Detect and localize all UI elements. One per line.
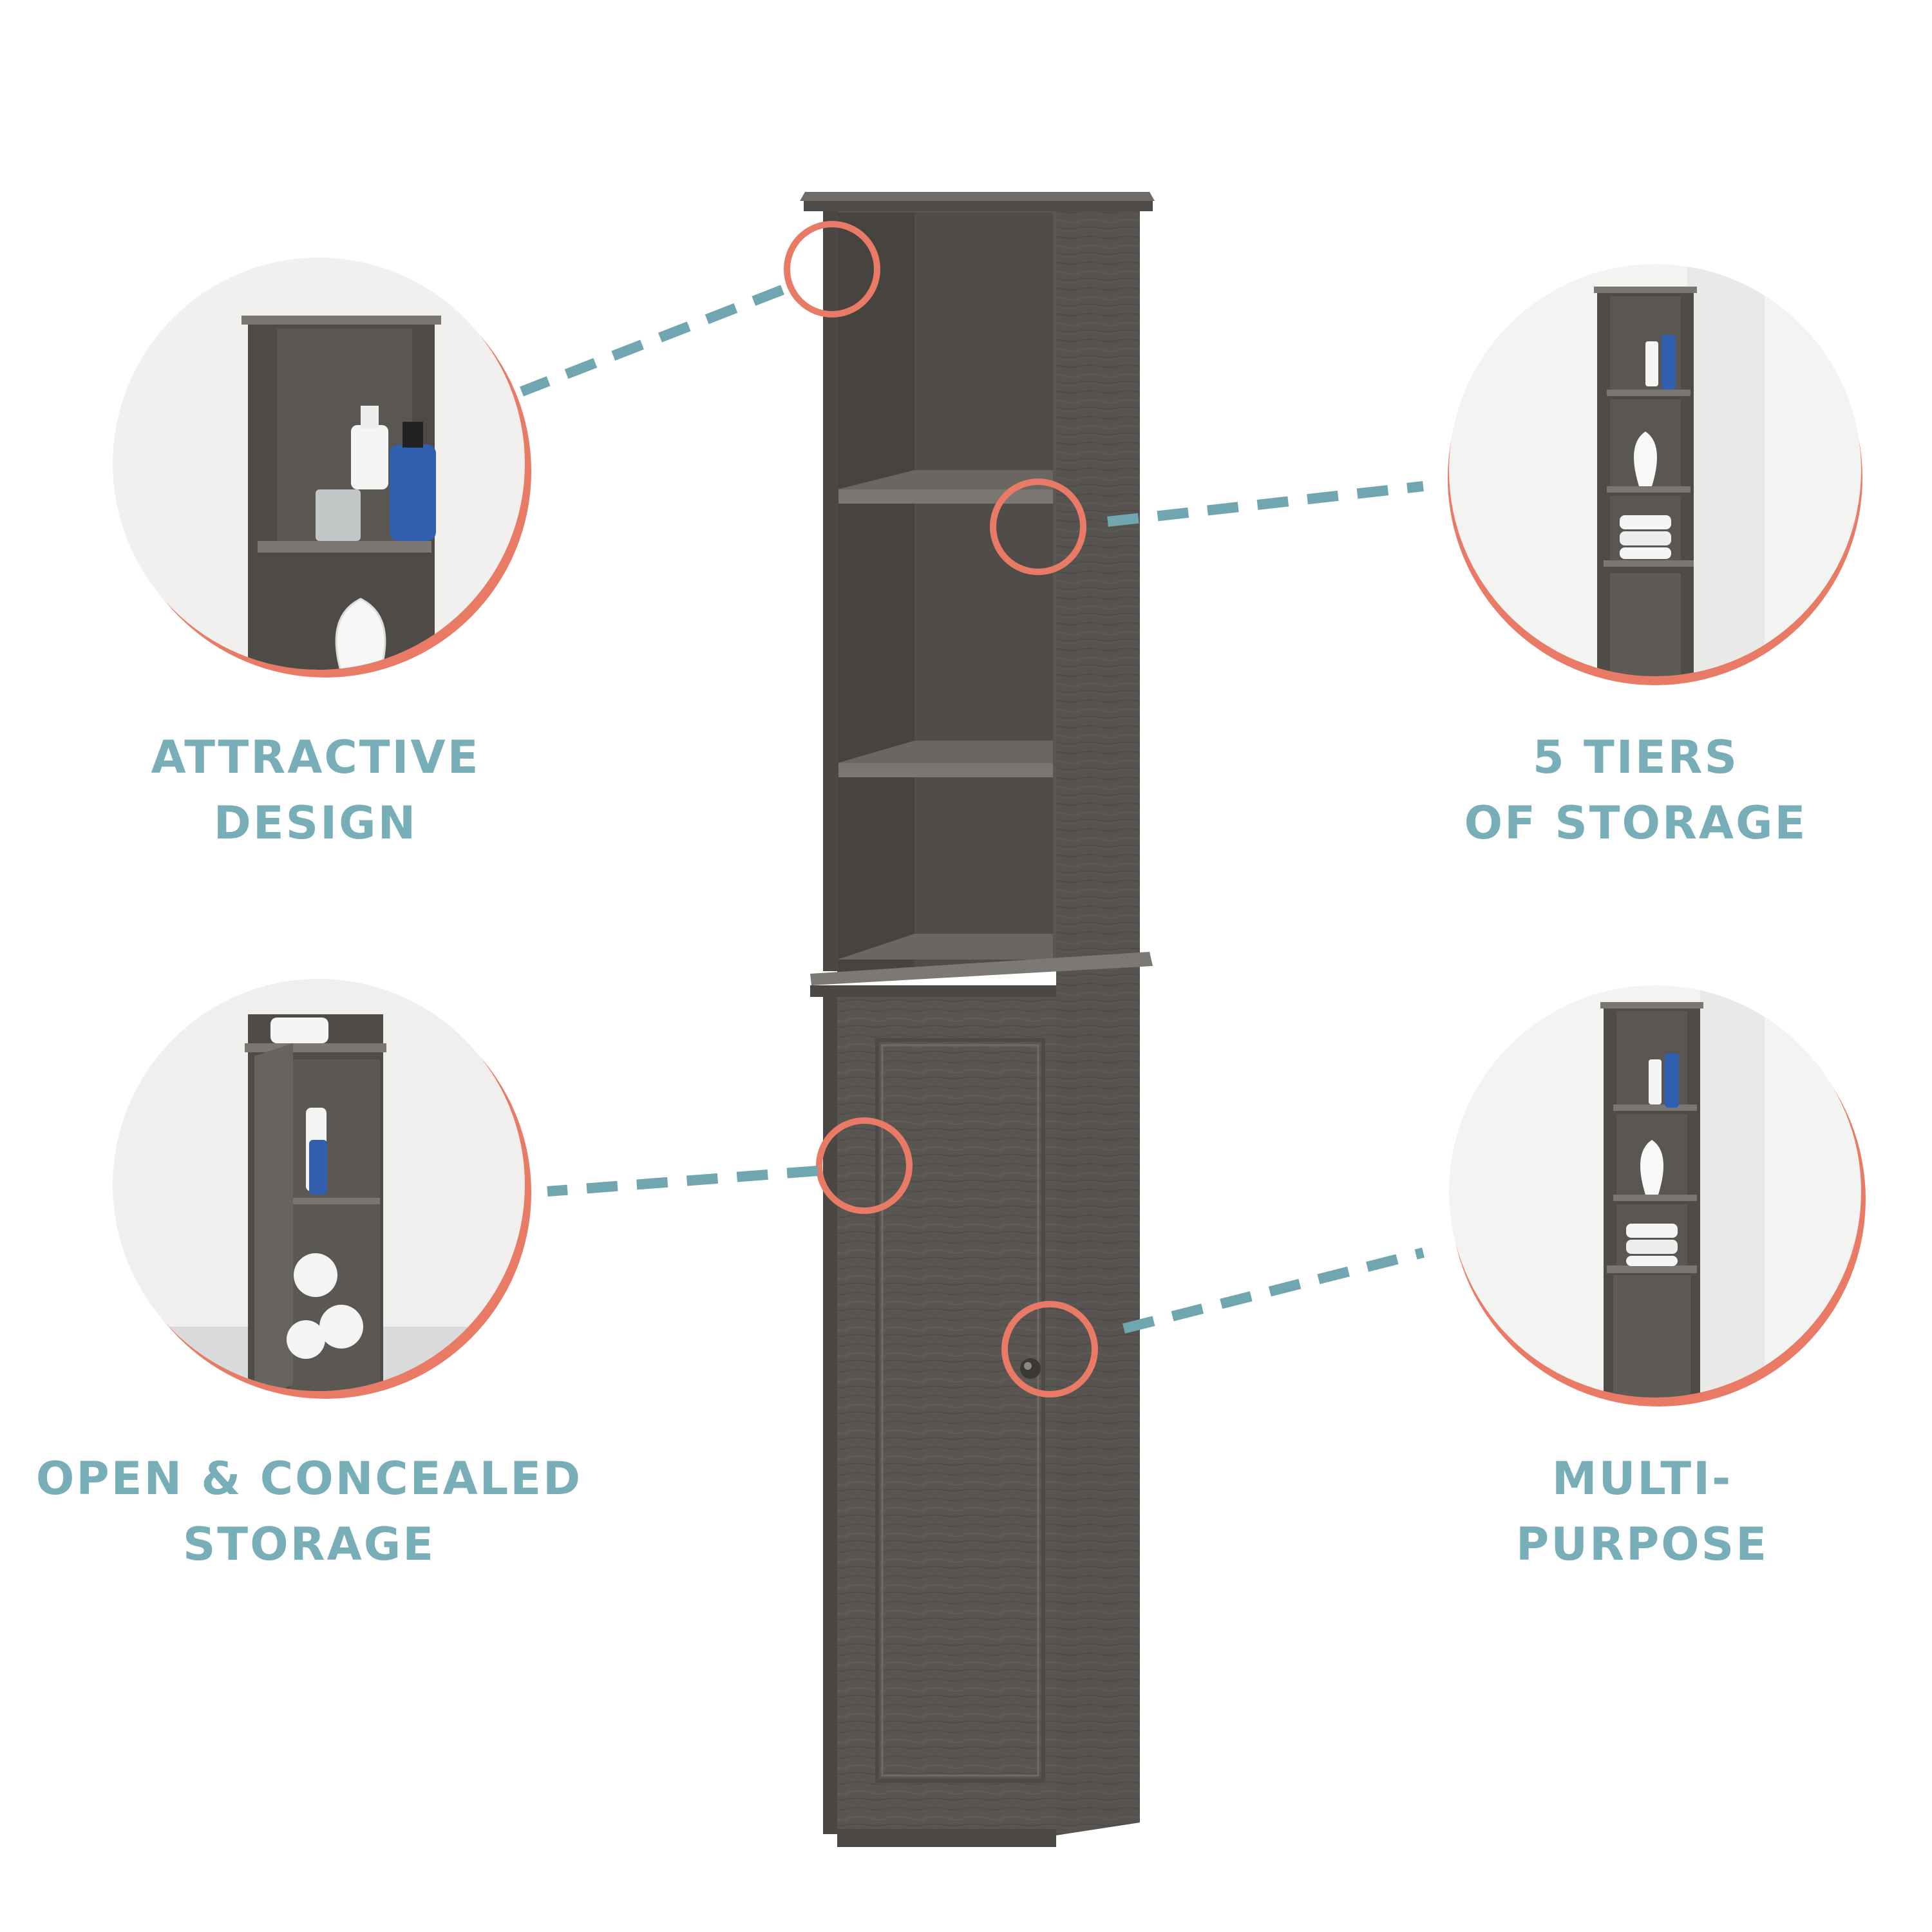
connector-multi-purpose (1122, 1247, 1425, 1334)
feature-label-attractive-design: ATTRACTIVE DESIGN (116, 724, 515, 856)
middle-ledge (810, 952, 1153, 985)
cotton-jar (316, 489, 361, 541)
detail-image-multi-purpose (1449, 985, 1866, 1406)
callout-markers (784, 221, 1098, 1397)
connector-open-concealed (547, 1166, 819, 1197)
feature-label-line: MULTI- (1551, 1452, 1733, 1505)
feature-label-multi-purpose: MULTI- PURPOSE (1436, 1446, 1848, 1577)
feature-label-line: OF STORAGE (1464, 797, 1808, 849)
feature-label-line: DESIGN (213, 797, 418, 849)
feature-label-line: PURPOSE (1515, 1518, 1769, 1571)
callout-ring-knob (1001, 1301, 1098, 1397)
callout-ring-shelf (990, 478, 1086, 575)
callout-ring-top-corner (784, 221, 880, 317)
cabinet-base (837, 1829, 1056, 1847)
feature-label-line: OPEN & CONCEALED (35, 1452, 583, 1505)
callout-ring-door (816, 1117, 913, 1214)
feature-label-line: STORAGE (182, 1518, 436, 1571)
feature-label-five-tiers: 5 TIERS OF STORAGE (1436, 724, 1835, 856)
connector-lines (520, 285, 1425, 1334)
cabinet-top-cap (800, 192, 1155, 201)
feature-label-line: 5 TIERS (1532, 731, 1739, 784)
cabinet-side-panel (1056, 211, 1140, 1835)
shelf-2 (837, 741, 1053, 777)
cabinet-door (837, 997, 1056, 1829)
connector-attractive-design (520, 285, 784, 397)
feature-label-line: ATTRACTIVE (151, 731, 480, 784)
shelf-3 (837, 934, 1053, 960)
main-cabinet (800, 192, 1155, 1847)
door-panel (875, 1038, 1045, 1783)
feature-label-open-concealed: OPEN & CONCEALED STORAGE (0, 1446, 618, 1577)
connector-tiers-of-storage (1107, 481, 1424, 527)
detail-image-attractive-design (113, 258, 531, 677)
detail-image-open-concealed (113, 979, 531, 1399)
detail-image-five-tiers (1448, 264, 1862, 685)
vase (335, 598, 386, 670)
blue-bottle (390, 444, 436, 541)
